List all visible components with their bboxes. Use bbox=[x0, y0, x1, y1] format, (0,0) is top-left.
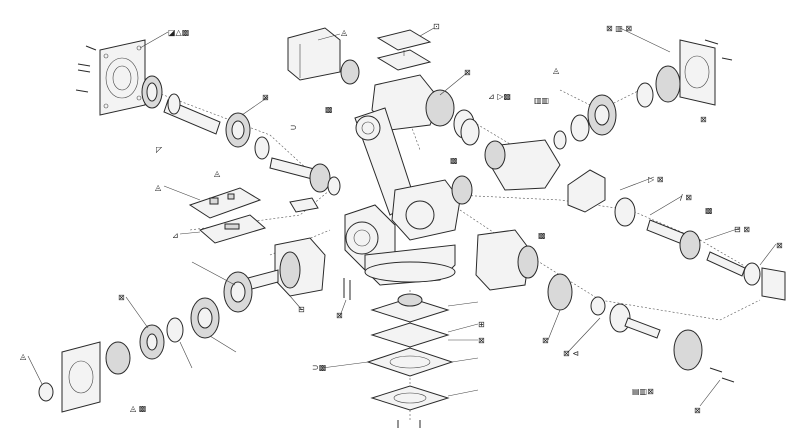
callout-label: ⊠ bbox=[262, 93, 269, 102]
callout-label: ⊠ bbox=[694, 406, 701, 415]
callout-label: ◬ bbox=[341, 28, 348, 37]
robot-arm-body bbox=[344, 74, 475, 286]
callout-label: ◬ bbox=[214, 169, 221, 178]
top-right-bearings bbox=[553, 65, 681, 150]
callout-label: ⊠ bbox=[478, 336, 485, 345]
callout-label: ⊠ bbox=[700, 115, 707, 124]
callout-label: ⊠ bbox=[118, 293, 125, 302]
bottom-left-flange bbox=[38, 341, 131, 413]
leader-lines bbox=[27, 27, 777, 407]
callout-label: ⊟ ⊠ bbox=[734, 225, 750, 234]
callout-label: ⊠ bbox=[542, 336, 549, 345]
base-pins bbox=[343, 278, 421, 428]
top-left-screws bbox=[75, 45, 97, 93]
callout-label: ⊿ bbox=[172, 231, 179, 240]
callout-label: ⊞ bbox=[478, 320, 485, 329]
callout-label: ◬ bbox=[553, 66, 560, 75]
callout-label: ▤▥⊠ bbox=[632, 387, 654, 396]
callout-label: ∕ ⊠ bbox=[680, 193, 692, 202]
top-left-shaft bbox=[163, 93, 270, 160]
callout-label: ▷ ⊠ bbox=[648, 175, 663, 184]
callout-label: ⊠ ▥ ⊠ bbox=[606, 24, 632, 33]
callout-labels: ◪△▩ ◬ ⊠ ⊡ ⊠ ▥ ⊠ ◬ ⊠ ◸ ⊿ ▷▩ ▩ ▥▥ ⊃ ⊠ ◬ ◬ … bbox=[20, 22, 783, 415]
top-right-flange bbox=[679, 39, 733, 106]
top-cover-plate bbox=[376, 29, 432, 71]
callout-label: ▩ bbox=[450, 156, 458, 165]
bottom-left-bearings bbox=[139, 297, 220, 360]
callout-label: ⊡ bbox=[433, 22, 440, 31]
bottom-right-joint bbox=[475, 229, 735, 383]
top-motor bbox=[287, 27, 360, 85]
base-plate-stack bbox=[366, 293, 454, 411]
center-left-shaft-gear bbox=[269, 157, 341, 196]
left-lower-joint bbox=[223, 237, 326, 313]
callout-label: ▥▥ bbox=[534, 96, 549, 105]
circuit-boards bbox=[188, 187, 319, 244]
callout-label: ⊠ bbox=[464, 68, 471, 77]
callout-label: ◬ ▩ bbox=[130, 404, 146, 413]
callout-label: ⊃▩ bbox=[312, 363, 326, 372]
wrist-assembly bbox=[460, 118, 561, 191]
callout-label: ◬ bbox=[20, 352, 27, 361]
callout-label: ⊠ ⊲ bbox=[563, 349, 579, 358]
callout-label: ⊿ ▷▩ bbox=[488, 92, 511, 101]
callout-label: ◪△▩ bbox=[168, 28, 189, 37]
callout-label: ◸ bbox=[156, 145, 163, 154]
callout-label: ◬ bbox=[155, 183, 162, 192]
right-bracket bbox=[567, 169, 636, 227]
callout-label: ▩ bbox=[705, 206, 713, 215]
callout-label: ⊟ bbox=[298, 305, 305, 314]
right-shaft bbox=[646, 219, 786, 301]
top-left-flange bbox=[99, 39, 146, 116]
top-left-bearing bbox=[141, 75, 163, 109]
callout-label: ⊠ bbox=[336, 311, 343, 320]
callout-label: ⊃ bbox=[290, 123, 297, 132]
callout-label: ⊠ bbox=[776, 241, 783, 250]
callout-label: ▩ bbox=[325, 105, 333, 114]
callout-label: ▩ bbox=[538, 231, 546, 240]
